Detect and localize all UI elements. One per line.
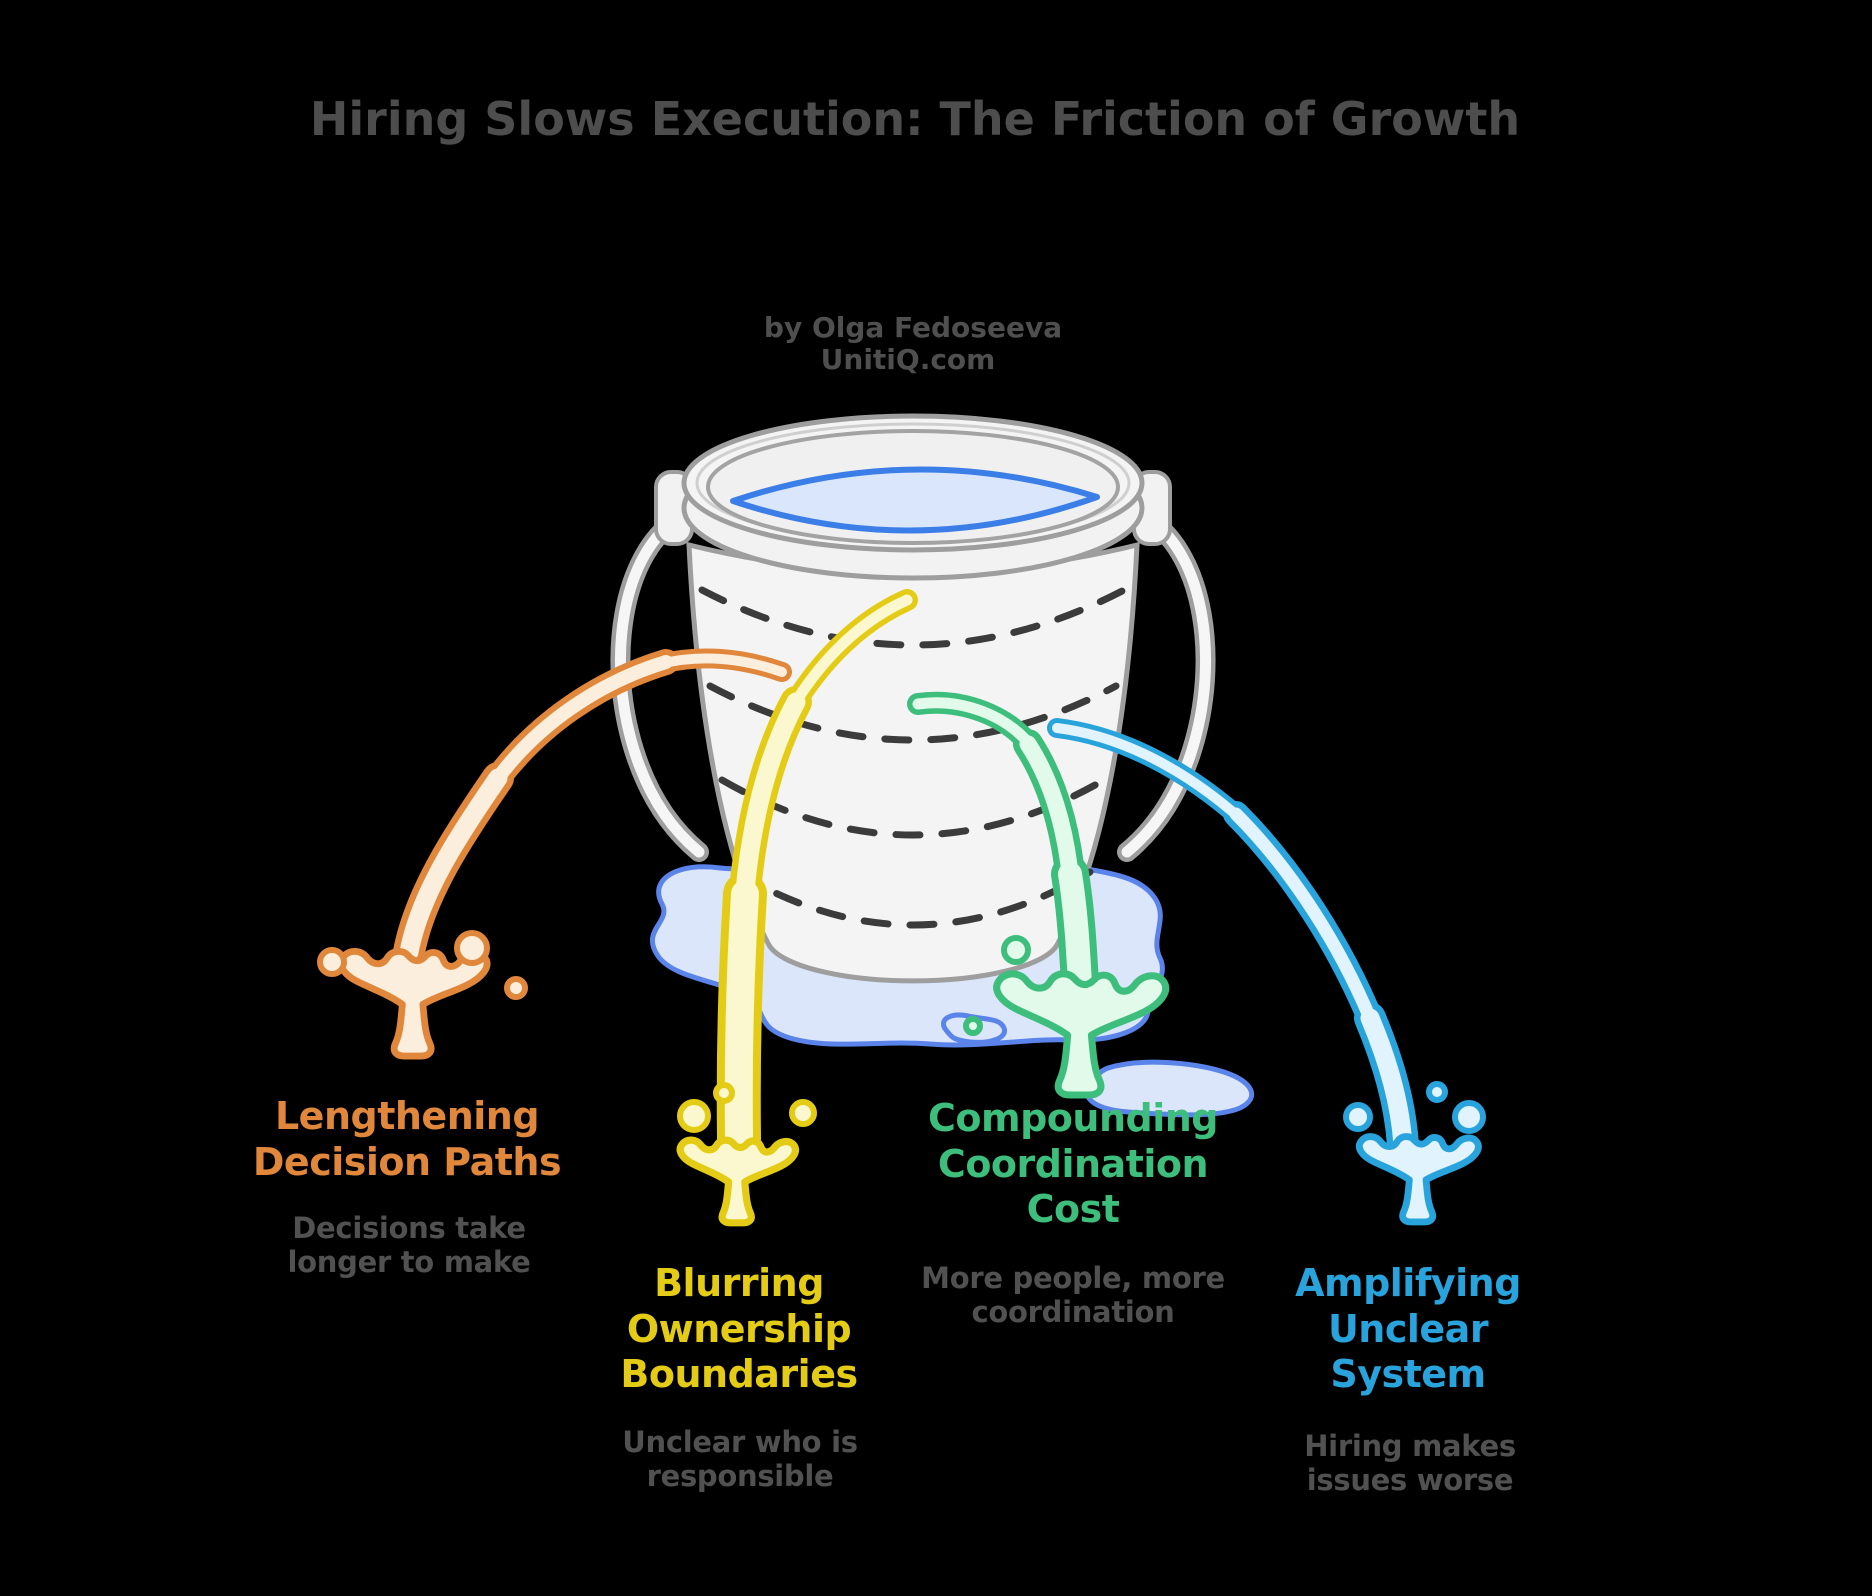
droplets-orange (317, 930, 528, 1000)
splash-blue (1359, 1137, 1478, 1222)
stream-amplifying-unclear-system (1047, 718, 1486, 1222)
splash-orange (341, 951, 487, 1056)
leak-description-lengthening-decision-paths: Decisions take longer to make (287, 1211, 531, 1279)
leak-description-amplifying-unclear-system: Hiring makes issues worse (1304, 1429, 1516, 1497)
leak-label-amplifying-unclear-system: Amplifying Unclear System (1295, 1261, 1521, 1397)
droplets-blue (1343, 1081, 1486, 1134)
stream-blurring-ownership-boundaries (677, 589, 918, 1223)
attribution-site: UnitiQ.com (820, 343, 996, 376)
leak-label-blurring-ownership-boundaries: Blurring Ownership Boundaries (620, 1261, 858, 1397)
bucket-handles (610, 510, 1216, 862)
attribution-author: by Olga Fedoseeva (763, 311, 1063, 344)
bucket-rim (654, 413, 1172, 581)
page-title: Hiring Slows Execution: The Friction of … (309, 92, 1521, 146)
droplets-green (963, 935, 1031, 1036)
leak-label-lengthening-decision-paths: Lengthening Decision Paths (252, 1094, 562, 1184)
water-surface (730, 466, 1100, 534)
stream-lengthening-decision-paths (317, 648, 792, 1056)
splash-yellow (680, 1140, 795, 1223)
droplets-yellow (677, 1082, 817, 1133)
leak-label-compounding-coordination-cost: Compounding Coordination Cost (928, 1096, 1218, 1232)
leak-description-blurring-ownership-boundaries: Unclear who is responsible (622, 1425, 858, 1493)
leak-description-compounding-coordination-cost: More people, more coordination (921, 1261, 1225, 1329)
stream-compounding-coordination-cost (907, 691, 1166, 1095)
